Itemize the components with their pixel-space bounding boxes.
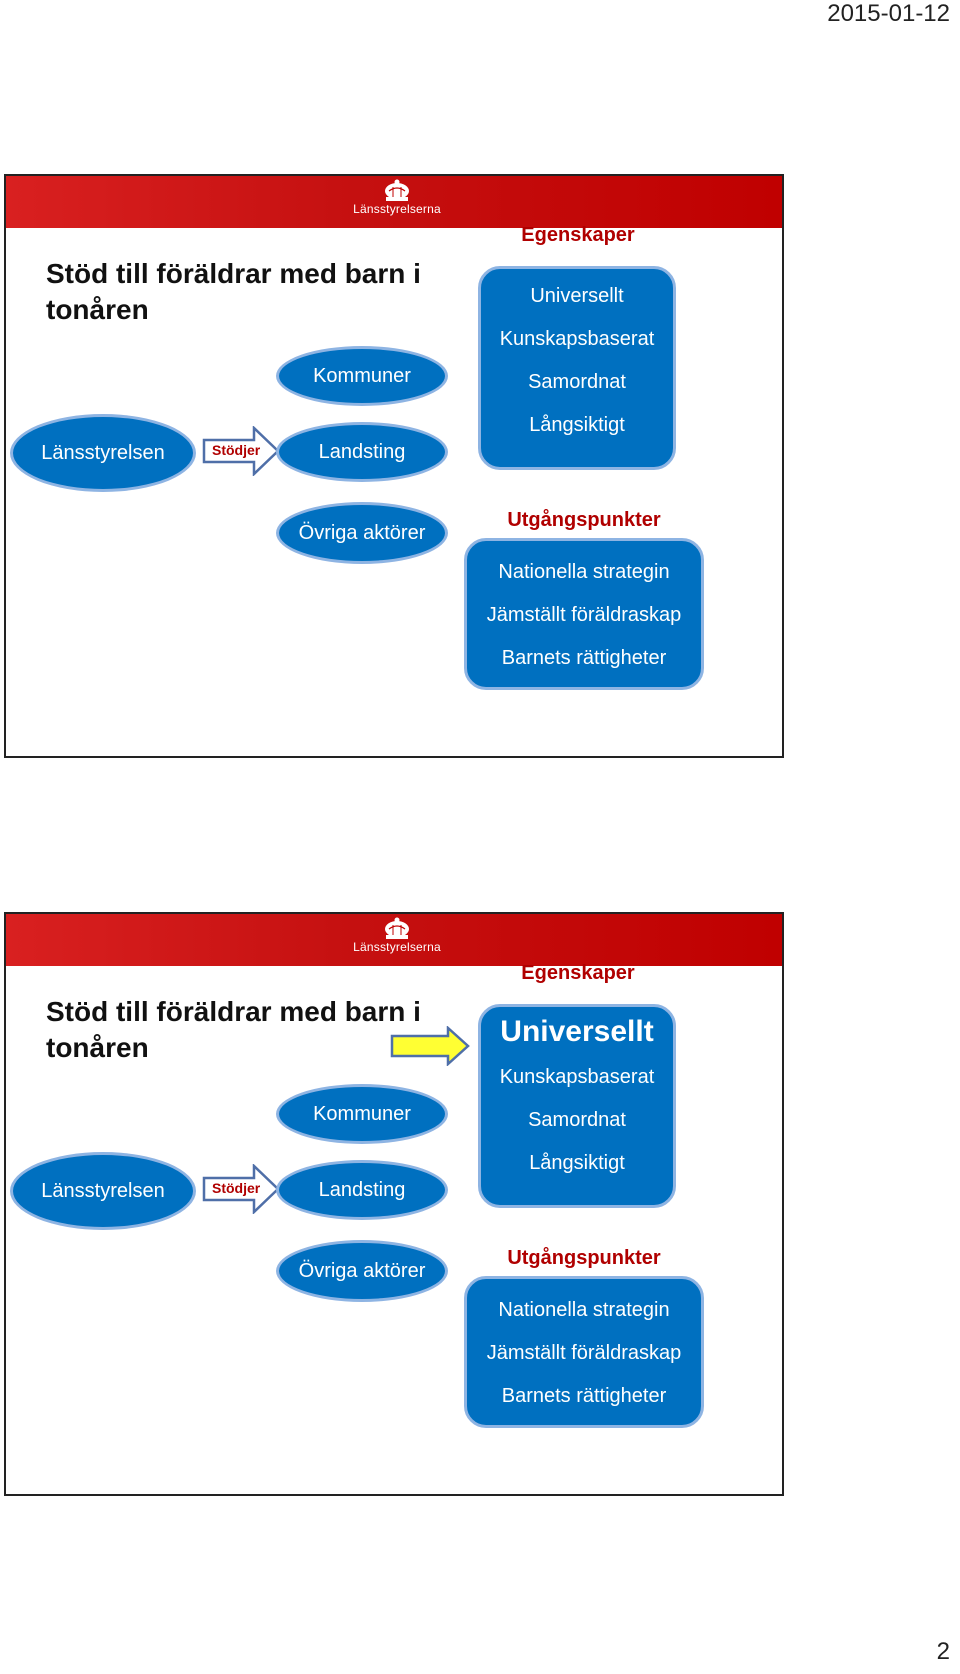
utgangspunkter-item: Barnets rättigheter (501, 647, 667, 669)
stodjer-label: Stödjer (212, 442, 261, 458)
utgangspunkter-box: Nationella strategin Jämställt föräldras… (464, 538, 704, 690)
stodjer-arrow (202, 1164, 280, 1214)
crown-icon (385, 179, 409, 201)
highlight-arrow (390, 1026, 470, 1066)
egenskaper-item-highlighted: Universellt (500, 1015, 654, 1048)
landsting-ellipse: Landsting (276, 422, 448, 482)
utgangspunkter-item: Jämställt föräldraskap (486, 1342, 682, 1364)
lansstyrelsen-ellipse: Länsstyrelsen (10, 414, 196, 492)
stodjer-arrow (202, 426, 280, 476)
page-date: 2015-01-12 (827, 0, 950, 27)
logo-text: Länsstyrelserna (353, 940, 441, 954)
egenskaper-heading: Egenskaper (521, 962, 635, 984)
utgangspunkter-item: Barnets rättigheter (501, 1385, 667, 1407)
logo-text: Länsstyrelserna (353, 202, 441, 216)
utgangspunkter-heading: Utgångspunkter (507, 509, 661, 531)
egenskaper-item: Universellt (530, 285, 624, 307)
slide-title: Stöd till föräldrar med barn i tonåren (46, 996, 421, 1063)
landsting-ellipse: Landsting (276, 1160, 448, 1220)
lansstyrelserna-logo: Länsstyrelserna (351, 176, 443, 228)
crown-icon (385, 917, 409, 939)
egenskaper-item: Kunskapsbaserat (499, 1066, 655, 1088)
egenskaper-heading: Egenskaper (521, 224, 635, 246)
ovriga-aktorer-ellipse: Övriga aktörer (276, 502, 448, 564)
kommuner-ellipse: Kommuner (276, 1084, 448, 1144)
lansstyrelserna-logo: Länsstyrelserna (351, 914, 443, 966)
egenskaper-item: Samordnat (528, 1109, 626, 1131)
slide-2: Länsstyrelserna Stöd till föräldrar med … (4, 912, 784, 1496)
egenskaper-item: Långsiktigt (529, 1152, 625, 1174)
utgangspunkter-item: Nationella strategin (498, 561, 670, 583)
utgangspunkter-item: Jämställt föräldraskap (486, 604, 682, 626)
egenskaper-item: Kunskapsbaserat (499, 328, 655, 350)
utgangspunkter-heading: Utgångspunkter (507, 1247, 661, 1269)
egenskaper-box: Universellt Kunskapsbaserat Samordnat Lå… (478, 266, 676, 470)
slide-1: Länsstyrelserna Stöd till föräldrar med … (4, 174, 784, 758)
egenskaper-box: Universellt Kunskapsbaserat Samordnat Lå… (478, 1004, 676, 1208)
page-number: 2 (936, 1638, 950, 1665)
egenskaper-item: Samordnat (528, 371, 626, 393)
slide-header: Länsstyrelserna (6, 176, 782, 228)
ovriga-aktorer-ellipse: Övriga aktörer (276, 1240, 448, 1302)
stodjer-label: Stödjer (212, 1180, 261, 1196)
utgangspunkter-box: Nationella strategin Jämställt föräldras… (464, 1276, 704, 1428)
lansstyrelsen-ellipse: Länsstyrelsen (10, 1152, 196, 1230)
egenskaper-item: Långsiktigt (529, 414, 625, 436)
utgangspunkter-item: Nationella strategin (498, 1299, 670, 1321)
kommuner-ellipse: Kommuner (276, 346, 448, 406)
slide-title: Stöd till föräldrar med barn i tonåren (46, 258, 421, 325)
slide-header: Länsstyrelserna (6, 914, 782, 966)
